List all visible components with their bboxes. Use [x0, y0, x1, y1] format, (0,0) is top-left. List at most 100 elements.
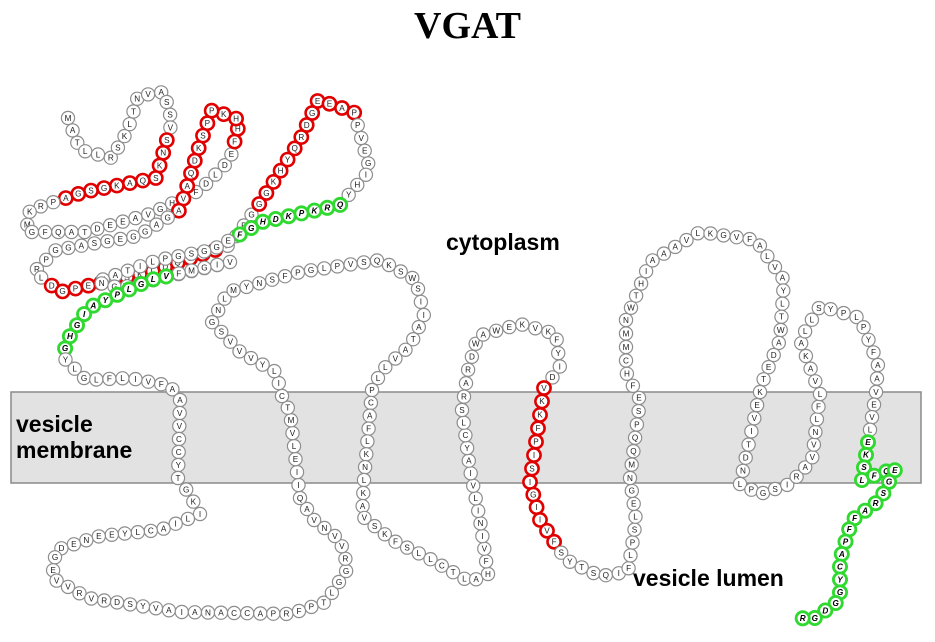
svg-text:V: V [348, 260, 354, 269]
residue-bead: A [668, 239, 683, 255]
svg-text:E: E [754, 401, 760, 410]
residue-bead: G [100, 233, 115, 249]
residue-bead: K [356, 485, 371, 501]
residue-bead: D [267, 210, 284, 227]
residue-bead: F [530, 420, 546, 437]
svg-text:A: A [473, 575, 479, 584]
residue-bead: K [186, 494, 201, 509]
svg-text:R: R [873, 499, 879, 508]
svg-text:S: S [772, 485, 778, 494]
residue-bead: Q [627, 430, 643, 445]
residue-bead: F [102, 371, 117, 387]
svg-text:A: A [661, 249, 667, 258]
svg-text:F: F [626, 564, 631, 573]
residue-bead: A [411, 319, 426, 335]
svg-text:P: P [73, 284, 79, 293]
residue-bead: A [833, 546, 850, 563]
residue-bead: S [627, 522, 642, 537]
svg-text:A: A [218, 609, 224, 618]
svg-text:W: W [408, 274, 416, 283]
svg-text:F: F [852, 514, 858, 523]
residue-bead: Y [823, 302, 838, 317]
residue-bead: L [623, 548, 638, 563]
svg-text:H: H [67, 332, 74, 341]
svg-text:G: G [201, 247, 207, 256]
residue-bead: F [37, 224, 53, 240]
svg-text:G: G [111, 282, 117, 291]
svg-text:F: F [484, 557, 489, 566]
svg-text:L: L [39, 273, 44, 282]
residue-bead: D [217, 157, 232, 173]
residue-bead: Y [239, 279, 254, 295]
residue-bead: P [266, 606, 281, 621]
residue-bead: E [102, 217, 118, 233]
svg-text:I: I [181, 608, 183, 617]
svg-text:G: G [165, 213, 171, 222]
svg-text:D: D [192, 157, 198, 166]
svg-text:S: S [632, 525, 638, 534]
svg-text:S: S [189, 250, 195, 259]
residue-bead: N [622, 470, 638, 486]
residue-bead: K [798, 348, 814, 364]
svg-text:E: E [120, 217, 126, 226]
residue-bead: G [209, 240, 224, 255]
residue-bead: V [327, 528, 342, 544]
svg-text:M: M [623, 343, 630, 352]
residue-bead: L [122, 116, 137, 132]
residue-bead: N [129, 91, 145, 107]
residue-bead: E [626, 496, 641, 511]
residue-bead: I [744, 424, 759, 439]
svg-text:C: C [462, 431, 468, 440]
residue-bead: S [214, 324, 229, 340]
residue-bead: A [57, 190, 74, 206]
residue-bead: L [370, 370, 386, 386]
svg-text:F: F [816, 403, 821, 412]
residue-bead: V [864, 409, 880, 425]
residue-bead: T [774, 309, 789, 324]
svg-text:I: I [216, 261, 218, 270]
svg-text:F: F [747, 235, 752, 244]
residue-bead: V [343, 257, 358, 272]
svg-text:G: G [833, 599, 840, 608]
residue-bead: N [79, 533, 94, 548]
svg-text:L: L [127, 120, 132, 129]
residue-bead: Q [369, 253, 385, 268]
residue-bead: D [464, 349, 480, 364]
residue-bead: Y [117, 526, 133, 541]
residue-bead: M [618, 326, 634, 341]
residue-bead: A [172, 392, 188, 408]
svg-text:T: T [125, 267, 130, 276]
residue-bead: D [766, 347, 781, 363]
residue-bead: E [66, 537, 82, 552]
residue-bead: E [91, 529, 107, 544]
svg-text:F: F [232, 137, 237, 146]
residue-bead: P [836, 305, 851, 321]
svg-text:I: I [645, 267, 647, 276]
svg-text:H: H [260, 218, 267, 227]
svg-text:N: N [256, 279, 262, 288]
residue-bead: G [137, 224, 153, 239]
residue-bead: I [128, 371, 143, 387]
svg-text:N: N [205, 608, 211, 617]
svg-text:G: G [65, 244, 71, 253]
residue-bead: W [489, 323, 504, 338]
residue-bead: Q [626, 444, 641, 459]
svg-text:E: E [86, 282, 92, 291]
svg-text:A: A [69, 228, 75, 237]
svg-text:G: G [530, 490, 536, 499]
residue-bead: Y [459, 440, 475, 456]
cytoplasm-label: cytoplasm [446, 229, 560, 255]
svg-text:V: V [362, 514, 368, 523]
residue-bead: R [794, 610, 811, 627]
svg-text:V: V [311, 516, 317, 525]
svg-text:T: T [634, 292, 639, 301]
svg-text:F: F [393, 538, 398, 547]
svg-text:A: A [176, 207, 182, 216]
svg-text:F: F [366, 424, 371, 433]
residue-bead: R [319, 199, 336, 216]
residue-bead: V [232, 344, 247, 359]
svg-text:A: A [192, 608, 198, 617]
svg-text:G: G [81, 374, 87, 383]
residue-bead: P [856, 320, 871, 335]
svg-text:V: V [752, 414, 758, 423]
